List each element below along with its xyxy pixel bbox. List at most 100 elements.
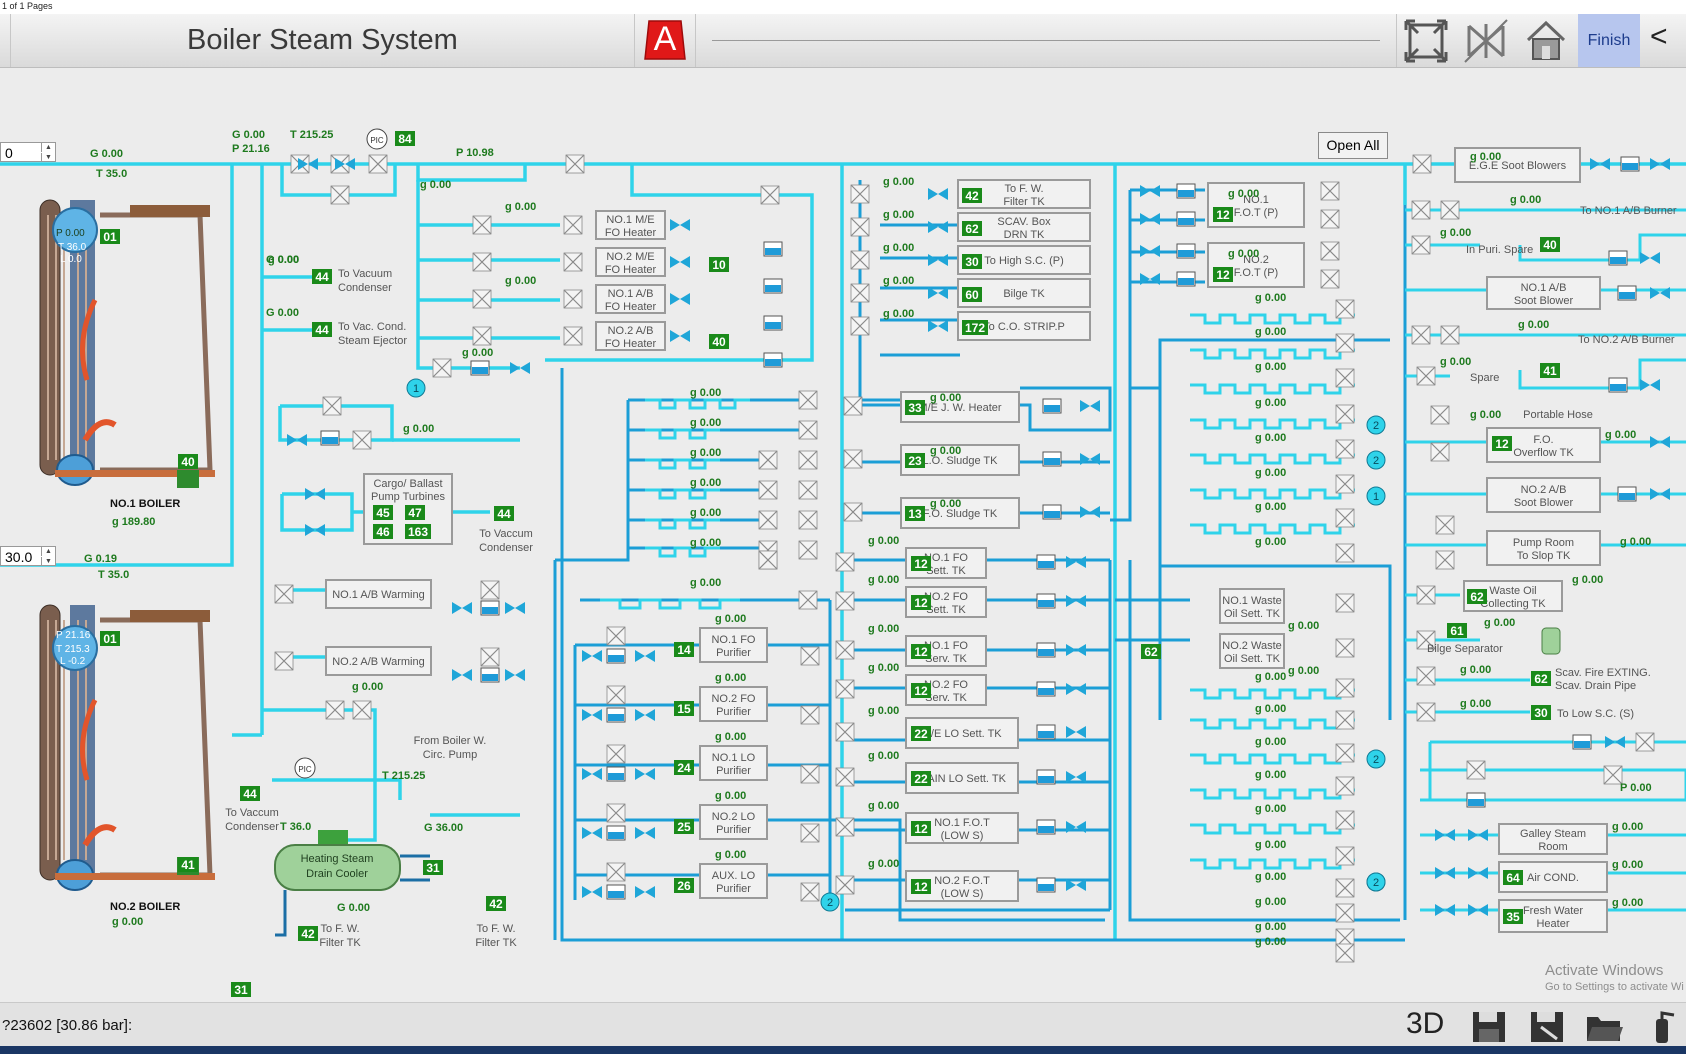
wasteoil-box[interactable] xyxy=(1463,580,1563,612)
valve[interactable] xyxy=(1335,743,1355,763)
valve[interactable] xyxy=(835,552,855,572)
valve[interactable] xyxy=(1416,366,1436,386)
galley-box[interactable] xyxy=(1498,823,1608,855)
steam-trap[interactable] xyxy=(606,884,626,900)
ball-valve[interactable] xyxy=(670,293,690,305)
purifier-box[interactable] xyxy=(699,627,768,663)
valve[interactable] xyxy=(1440,325,1460,345)
valve[interactable] xyxy=(800,764,820,784)
open-folder-icon[interactable] xyxy=(1584,1009,1624,1045)
link-circle[interactable] xyxy=(1366,450,1386,470)
steam-trap[interactable] xyxy=(1620,156,1640,172)
valve[interactable] xyxy=(1320,241,1340,261)
ball-valve[interactable] xyxy=(1650,436,1670,448)
spin-up-icon[interactable]: ▲ xyxy=(41,143,55,152)
valve[interactable] xyxy=(1335,638,1355,658)
steam-trap[interactable] xyxy=(1608,377,1628,393)
no1-boiler[interactable] xyxy=(39,199,215,488)
boiler1-setpoint-input[interactable]: 0 ▲ ▼ xyxy=(0,142,56,162)
valve[interactable] xyxy=(1635,732,1655,752)
steam-trap[interactable] xyxy=(1176,183,1196,199)
valve[interactable] xyxy=(798,390,818,410)
warming-box[interactable] xyxy=(325,579,432,609)
valve[interactable] xyxy=(480,647,500,667)
valve[interactable] xyxy=(1320,269,1340,289)
valve[interactable] xyxy=(352,700,372,720)
steam-trap[interactable] xyxy=(1176,271,1196,287)
valve[interactable] xyxy=(843,449,863,469)
valve[interactable] xyxy=(843,502,863,522)
steam-trap[interactable] xyxy=(1608,250,1628,266)
steam-trap[interactable] xyxy=(1042,451,1062,467)
link-circle[interactable] xyxy=(406,378,426,398)
ball-valve[interactable] xyxy=(1650,488,1670,500)
valve[interactable] xyxy=(1335,508,1355,528)
valve[interactable] xyxy=(800,646,820,666)
valve[interactable] xyxy=(565,154,585,174)
valve[interactable] xyxy=(368,154,388,174)
ball-valve[interactable] xyxy=(1605,736,1625,748)
ball-valve[interactable] xyxy=(1640,252,1660,264)
valve[interactable] xyxy=(1335,368,1355,388)
valve[interactable] xyxy=(274,584,294,604)
waste-oil-box[interactable] xyxy=(1219,588,1285,624)
steam-trap[interactable] xyxy=(1176,211,1196,227)
fo-heater-box[interactable] xyxy=(595,247,666,277)
steam-trap[interactable] xyxy=(320,430,340,446)
steam-trap[interactable] xyxy=(1036,593,1056,609)
valve[interactable] xyxy=(472,215,492,235)
ball-valve[interactable] xyxy=(635,709,655,721)
ball-valve[interactable] xyxy=(635,886,655,898)
valve[interactable] xyxy=(606,626,626,646)
finish-button[interactable]: Finish xyxy=(1578,14,1640,67)
valve[interactable] xyxy=(330,185,350,205)
ball-valve[interactable] xyxy=(582,709,602,721)
ball-valve[interactable] xyxy=(928,320,948,332)
ball-valve[interactable] xyxy=(452,602,472,614)
valve[interactable] xyxy=(1335,846,1355,866)
purifier-box[interactable] xyxy=(699,686,768,722)
valve[interactable] xyxy=(1335,678,1355,698)
valve[interactable] xyxy=(274,651,294,671)
ball-valve[interactable] xyxy=(305,488,325,500)
save-as-icon[interactable] xyxy=(1527,1009,1567,1045)
steam-trap[interactable] xyxy=(606,648,626,664)
valve[interactable] xyxy=(850,250,870,270)
valve[interactable] xyxy=(1335,543,1355,563)
steam-trap[interactable] xyxy=(1572,734,1592,750)
ball-valve[interactable] xyxy=(1590,158,1610,170)
valve[interactable] xyxy=(1411,325,1431,345)
valve[interactable] xyxy=(850,184,870,204)
pic-controller-2[interactable] xyxy=(294,757,316,779)
ball-valve[interactable] xyxy=(1080,400,1100,412)
steam-trap[interactable] xyxy=(1466,792,1486,808)
valve[interactable] xyxy=(835,640,855,660)
valve[interactable] xyxy=(1335,439,1355,459)
valve[interactable] xyxy=(1335,810,1355,830)
valve[interactable] xyxy=(843,396,863,416)
valve[interactable] xyxy=(798,510,818,530)
collapse-button[interactable]: < xyxy=(1650,20,1668,53)
spin-down-icon[interactable]: ▼ xyxy=(41,557,55,566)
valve[interactable] xyxy=(472,289,492,309)
valve[interactable] xyxy=(352,430,372,450)
soot1-box[interactable] xyxy=(1486,276,1601,310)
valve[interactable] xyxy=(563,252,583,272)
purifier-box[interactable] xyxy=(699,745,768,781)
valve[interactable] xyxy=(563,215,583,235)
view-3d-button[interactable]: 3D xyxy=(1406,1007,1445,1040)
valve[interactable] xyxy=(798,590,818,610)
ball-valve[interactable] xyxy=(1140,185,1160,197)
valve[interactable] xyxy=(835,875,855,895)
link-circle[interactable] xyxy=(1366,415,1386,435)
valve[interactable] xyxy=(760,185,780,205)
fo-heater-box[interactable] xyxy=(595,321,666,351)
steam-trap[interactable] xyxy=(763,241,783,257)
steam-trap[interactable] xyxy=(1036,724,1056,740)
valve[interactable] xyxy=(1411,235,1431,255)
bilge-separator-icon[interactable] xyxy=(1541,627,1561,655)
ball-valve[interactable] xyxy=(635,827,655,839)
steam-trap[interactable] xyxy=(606,825,626,841)
valve[interactable] xyxy=(835,817,855,837)
valve[interactable] xyxy=(1335,710,1355,730)
